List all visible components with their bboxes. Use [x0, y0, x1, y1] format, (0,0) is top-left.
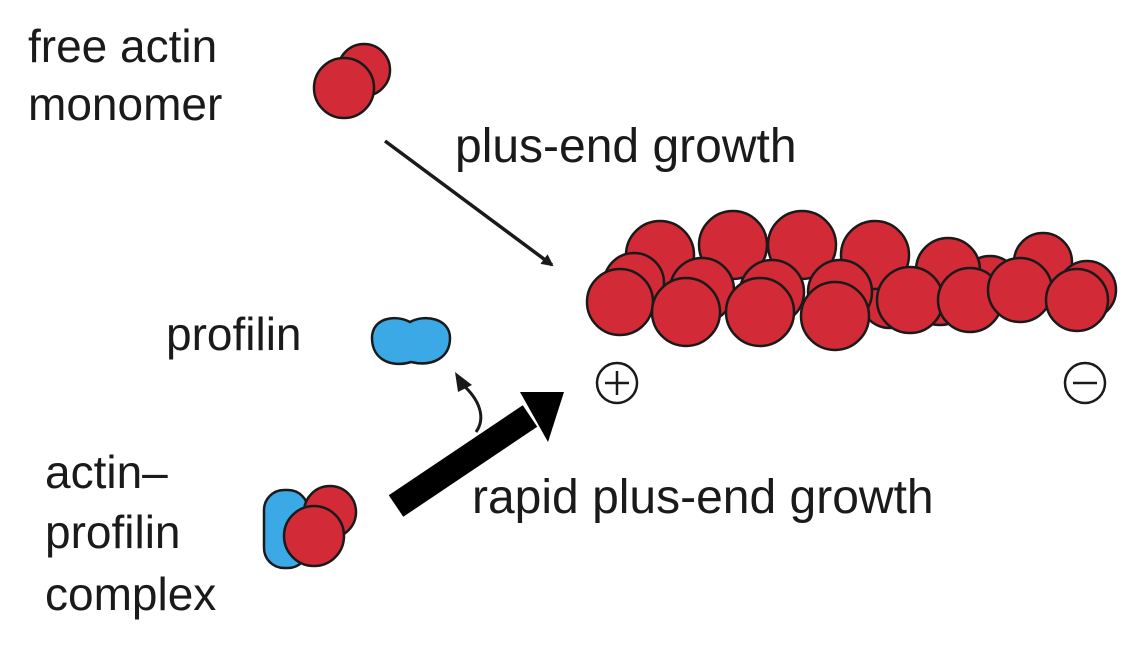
- profilin-release-arrow-head: [455, 372, 472, 392]
- plus-end-growth-label: plus-end growth: [455, 120, 797, 173]
- actin-monomer-icon: [312, 42, 392, 120]
- complex-label-line3: complex: [45, 568, 216, 620]
- plus-sign-icon: [595, 361, 639, 405]
- rapid-growth-arrow: [388, 392, 564, 517]
- rapid-growth-label: rapid plus-end growth: [472, 471, 934, 524]
- profilin-release-arrow-shaft: [461, 382, 483, 433]
- actin-filament-icon: [585, 209, 1118, 352]
- profilin-icon: [370, 317, 452, 366]
- complex-label-line2: profilin: [45, 506, 181, 558]
- complex-label-line1: actin–: [45, 446, 168, 498]
- minus-sign-icon: [1063, 361, 1107, 405]
- actin-profilin-complex-icon: [262, 484, 358, 570]
- profilin-label: profilin: [166, 308, 302, 360]
- free-monomer-label-line2: monomer: [28, 78, 222, 130]
- free-monomer-label-line1: free actin: [28, 20, 217, 72]
- plus-end-growth-arrow: [383, 139, 554, 267]
